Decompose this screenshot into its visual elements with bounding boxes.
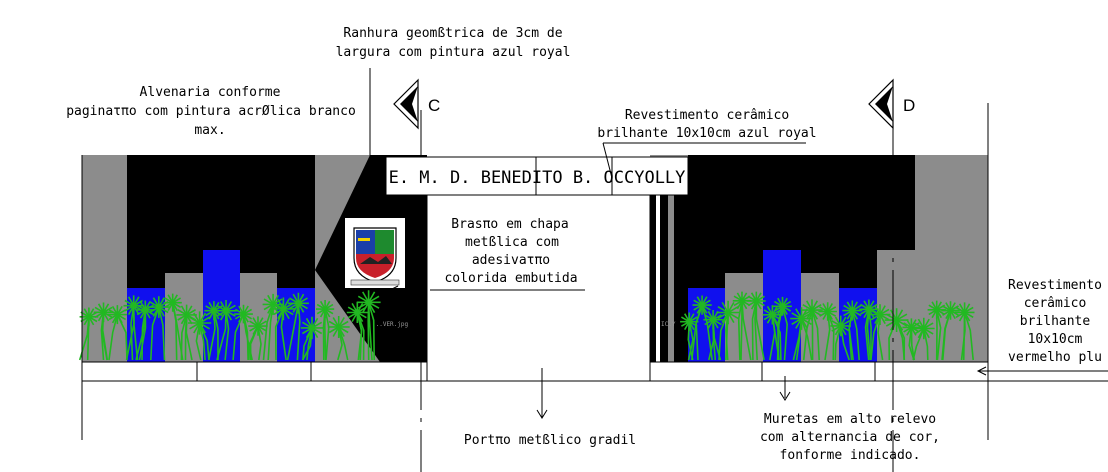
section-arrow-d-outline — [868, 78, 894, 130]
school-name-sign: E. M. D. BENEDITO B. OCCYOLLY — [385, 156, 689, 196]
note-tile-red-line3: brilhante — [1020, 314, 1091, 329]
sign-board — [385, 156, 689, 196]
crest-book-symbol — [358, 238, 370, 241]
note-tile-red-line2: cerâmico — [1024, 296, 1087, 311]
shrub — [346, 301, 368, 361]
note-tile-blue-line2: brilhante 10x10cm azul royal — [597, 126, 816, 141]
shrub — [954, 302, 975, 361]
leader-lines — [369, 68, 1108, 418]
note-tile-red-line4: 10x10cm — [1028, 332, 1083, 347]
leader-tile-blue-diagonal — [602, 142, 613, 179]
shrub — [107, 305, 128, 361]
right-post-gap-2 — [668, 195, 674, 362]
note-masonry-line1: Alvenaria conforme — [140, 85, 281, 100]
shrub — [163, 293, 184, 361]
shrub — [912, 317, 935, 361]
note-tile-blue-line1: Revestimento cerâmico — [625, 108, 789, 123]
shrub — [315, 299, 335, 361]
note-walls-line3: fonforme indicado. — [780, 448, 921, 463]
shrub — [327, 315, 350, 361]
shrub — [732, 291, 752, 361]
leader-arrowheads — [388, 285, 987, 419]
shrub — [286, 292, 309, 361]
structure-lines — [81, 103, 1108, 472]
shrub — [941, 301, 960, 361]
note-crest-line2: metßlica com — [465, 235, 559, 250]
left-low-wall — [81, 361, 428, 382]
note-walls-line1: Muretas em alto relevo — [764, 412, 936, 427]
note-walls-line2: com alternancia de cor, — [760, 430, 940, 445]
arrowhead-tile-red — [976, 366, 987, 376]
section-arrow-c-outline — [393, 78, 419, 130]
shrub — [147, 296, 170, 361]
crest-blue-field — [356, 230, 375, 254]
crest-ribbon — [350, 279, 400, 286]
shrub — [830, 315, 852, 361]
note-crest-line1: Brasπo em chapa — [451, 217, 568, 232]
right-image-label: IC.Y — [661, 321, 676, 328]
school-name-text: E. M. D. BENEDITO B. OCCYOLLY — [389, 168, 686, 188]
note-masonry-line2: paginaτπo com pintura acrØlica branco — [66, 104, 356, 119]
section-label-d: D — [903, 96, 915, 115]
section-arrow-c-fill — [400, 86, 418, 122]
note-crest-line4: colorida embutida — [444, 271, 577, 286]
section-label-c: C — [428, 96, 440, 115]
shrub — [746, 291, 766, 361]
shrub — [927, 300, 946, 361]
shrub — [187, 311, 212, 361]
note-crest-line3: adesivaτπo — [472, 253, 550, 268]
arrowhead-gate — [536, 409, 548, 419]
arrowhead-walls — [779, 391, 791, 401]
note-gate: Portπo metßlico gradil — [464, 433, 636, 448]
shrub — [716, 300, 740, 361]
shrub — [773, 296, 792, 361]
section-marker-c: C — [393, 78, 440, 130]
note-groove-line2: largura com pintura azul royal — [336, 45, 571, 60]
shrub — [93, 302, 114, 361]
section-arrow-d-fill — [875, 86, 893, 122]
note-groove-line1: Ranhura geomßtrica de 3cm de — [343, 26, 562, 41]
annotation-texts: Ranhura geomßtrica de 3cm de largura com… — [66, 26, 1102, 463]
shrub — [356, 290, 381, 361]
arrowhead-crest — [388, 285, 399, 295]
shrub — [801, 299, 823, 361]
crest-green-field — [375, 230, 394, 254]
right-low-wall — [649, 361, 989, 382]
note-masonry-line3: max. — [194, 123, 225, 138]
shrub — [215, 299, 237, 361]
shrub — [842, 300, 863, 361]
shrub — [703, 309, 723, 361]
section-marker-d: D — [868, 78, 915, 130]
shrub — [271, 297, 295, 361]
shrub — [680, 312, 699, 361]
left-image-label: ...VER.jpg — [372, 321, 409, 328]
shrub — [248, 316, 268, 361]
shrub — [869, 304, 891, 361]
note-tile-red-line1: Revestimento — [1008, 278, 1102, 293]
low-walls — [81, 361, 989, 382]
note-tile-red-line5: vermelho plu — [1008, 350, 1102, 365]
shrub-row — [78, 290, 975, 361]
shrub — [176, 304, 197, 361]
coat-of-arms-crest — [345, 218, 405, 288]
shrub — [300, 316, 324, 361]
crest-mountains — [360, 256, 392, 264]
right-post-gap-1 — [656, 195, 660, 362]
shrub — [884, 308, 909, 361]
